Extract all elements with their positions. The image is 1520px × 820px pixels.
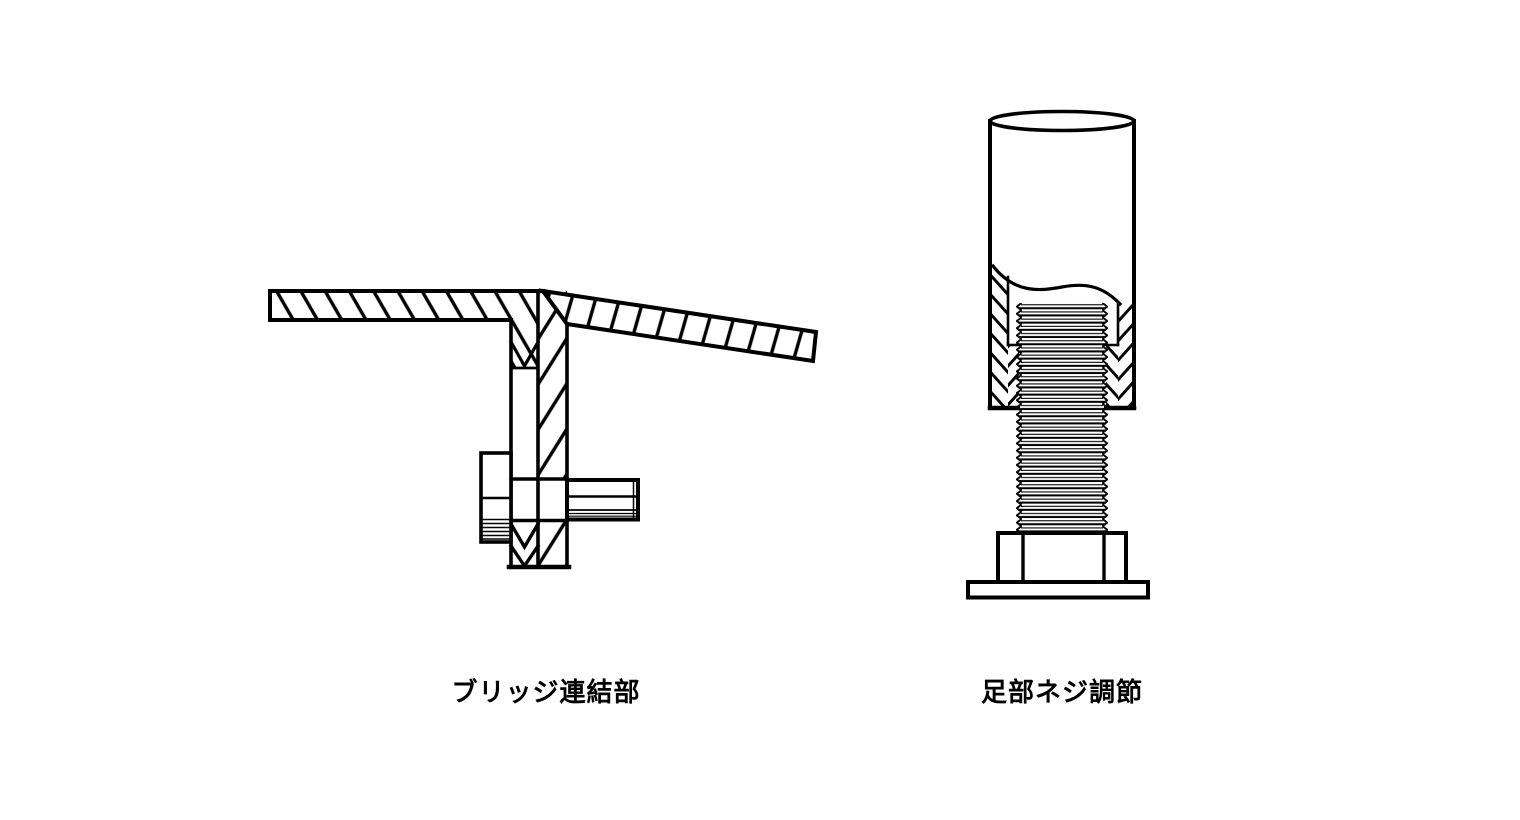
threaded-rod [1016, 303, 1108, 533]
foot-screw-drawing [966, 109, 1150, 600]
horizontal-plate-outline [268, 289, 545, 322]
right-wall-inner-hatch [1106, 345, 1118, 408]
right-wall-hatch [1118, 294, 1134, 408]
hex-nut [996, 531, 1128, 584]
base-plate [966, 580, 1150, 600]
break-line [990, 263, 1123, 307]
sloping-plate [538, 288, 819, 364]
clamp-block [479, 451, 513, 544]
figure-caption-bridge-connection: ブリッジ連結部 [451, 677, 641, 707]
bolt-shaft [565, 478, 640, 522]
left-wall-hatch [990, 267, 1008, 408]
figure-caption-foot-screw: 足部ネジ調節 [980, 677, 1143, 707]
vertical-band-hatch [538, 291, 567, 567]
horizontal-plate-hatch [270, 291, 538, 368]
bridge-connection-drawing [268, 288, 819, 570]
